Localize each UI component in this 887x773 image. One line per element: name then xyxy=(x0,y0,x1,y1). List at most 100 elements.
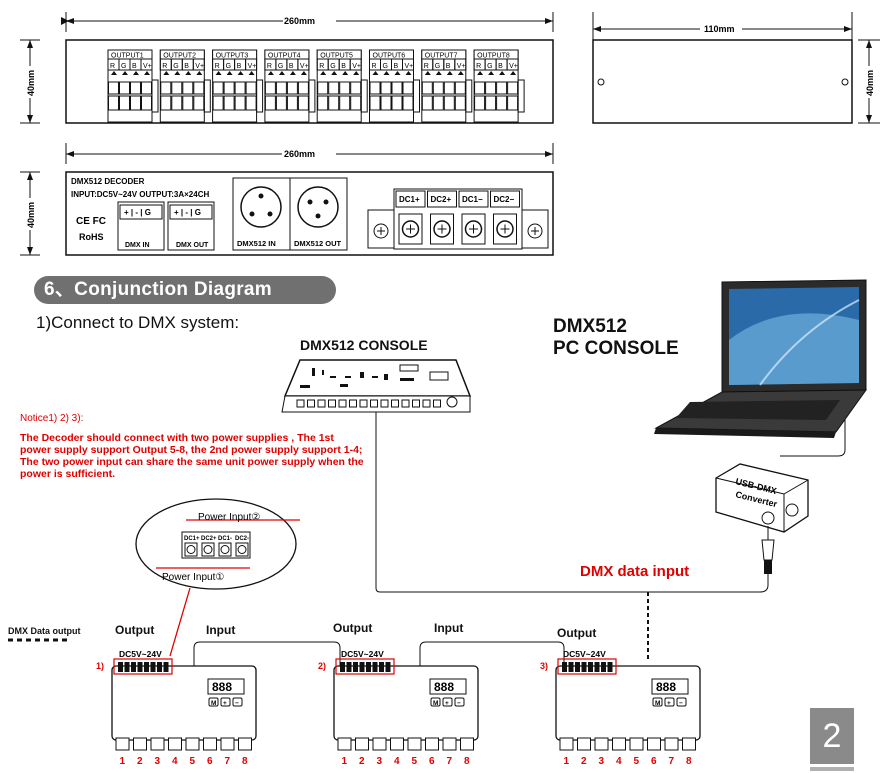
supply-label: DC5V~24V xyxy=(119,649,162,659)
input-pin xyxy=(346,662,352,672)
input-pin xyxy=(359,662,365,672)
screw-triangle xyxy=(248,71,255,75)
channel-port xyxy=(168,737,182,751)
channel-port xyxy=(559,737,574,751)
pin-label: G xyxy=(278,63,283,70)
input-pin xyxy=(353,662,358,672)
pin-label: G xyxy=(435,63,440,70)
channel-number: 8 xyxy=(686,756,692,767)
input-pin xyxy=(144,662,149,672)
seven-seg-display: 888 xyxy=(212,680,232,694)
supply-label: DC5V~24V xyxy=(341,649,384,659)
zoom-terminal-screw xyxy=(220,545,230,554)
output-label-3: Output xyxy=(557,626,597,640)
screw-triangle xyxy=(196,71,203,75)
power-terminal: DC1− xyxy=(458,190,489,245)
console-key xyxy=(349,399,357,408)
dmx-out-pins: + | - | G xyxy=(174,208,201,217)
console-label: DMX512 CONSOLE xyxy=(300,337,428,353)
control-button-label: M xyxy=(433,700,438,707)
control-button-label: M xyxy=(655,700,660,707)
console-key xyxy=(412,399,420,408)
channel-number: 3 xyxy=(599,756,605,767)
channel-port xyxy=(372,737,387,751)
channel-number: 4 xyxy=(394,756,400,767)
pin-label: V+ xyxy=(405,63,414,70)
output-name: OUTPUT1 xyxy=(111,53,144,60)
channel-number: 2 xyxy=(137,756,143,767)
screw-triangle xyxy=(405,71,412,75)
screw-triangle xyxy=(215,71,222,75)
pin-label: B xyxy=(498,63,503,70)
screw-triangle xyxy=(163,71,170,75)
zoom-terminal xyxy=(184,542,198,557)
input-pin xyxy=(124,662,130,672)
screw-triangle xyxy=(133,71,139,75)
pin-label: B xyxy=(184,63,189,70)
input-label-2: Input xyxy=(434,621,464,635)
pin-label: R xyxy=(110,63,115,70)
control-button xyxy=(442,697,453,707)
screw-triangle xyxy=(300,71,307,75)
input-label-1: Input xyxy=(206,623,236,637)
pin-label: R xyxy=(476,63,481,70)
page-number-underline xyxy=(810,767,854,771)
channel-port xyxy=(390,737,404,751)
control-button-label: + xyxy=(667,700,671,707)
dmx-data-input-label: DMX data input xyxy=(580,563,690,580)
channel-number: 4 xyxy=(172,756,178,767)
zoom-terminal xyxy=(201,542,215,557)
console-key xyxy=(296,399,305,408)
control-button xyxy=(676,697,687,707)
channel-number: 2 xyxy=(359,756,365,767)
zoom-terminal-label: DC1- xyxy=(218,536,232,542)
power-terminal-label: DC1+ xyxy=(399,195,420,204)
input-pin xyxy=(372,662,378,672)
zoom-terminal-screw xyxy=(237,545,247,554)
top-width-label: 260mm xyxy=(284,16,315,26)
channel-number: 7 xyxy=(447,756,453,767)
pin-label: V+ xyxy=(509,63,518,70)
channel-port xyxy=(407,737,422,751)
channel-number: 4 xyxy=(616,756,622,767)
screw-triangle xyxy=(353,71,360,75)
screw-triangle xyxy=(320,71,327,75)
power-input-1-label: Power Input① xyxy=(162,572,224,583)
control-button-label: − xyxy=(679,700,683,707)
input-pin xyxy=(607,662,613,672)
output-label-2: Output xyxy=(333,621,373,635)
input-pin xyxy=(562,662,567,672)
control-button xyxy=(664,697,675,707)
channel-number: 5 xyxy=(634,756,640,767)
output-name: OUTPUT8 xyxy=(477,53,510,60)
pin-label: B xyxy=(394,63,399,70)
notice-body: The Decoder should connect with two powe… xyxy=(20,432,364,480)
pin-label: R xyxy=(319,63,324,70)
control-button xyxy=(454,697,465,707)
pin-label: R xyxy=(215,63,220,70)
console-key xyxy=(317,399,326,408)
dmx-data-output-label: DMX Data output xyxy=(8,626,81,636)
seven-seg-display: 888 xyxy=(656,680,676,694)
screw-triangle xyxy=(342,71,349,75)
channel-port xyxy=(664,737,679,751)
zoom-terminal-label: DC1+ xyxy=(184,536,200,542)
ce-fc-mark: CE FC xyxy=(76,216,106,227)
zoom-terminal xyxy=(218,542,232,557)
control-button xyxy=(652,697,663,707)
console-key xyxy=(359,399,368,408)
control-button-label: M xyxy=(211,700,216,707)
screw-triangle xyxy=(237,71,244,75)
dmx-out-label: DMX OUT xyxy=(176,242,209,249)
control-button xyxy=(430,697,441,707)
input-pin xyxy=(594,662,600,672)
input-pin xyxy=(340,662,345,672)
channel-number: 1 xyxy=(342,756,348,767)
power-terminal: DC1+ xyxy=(395,190,426,245)
